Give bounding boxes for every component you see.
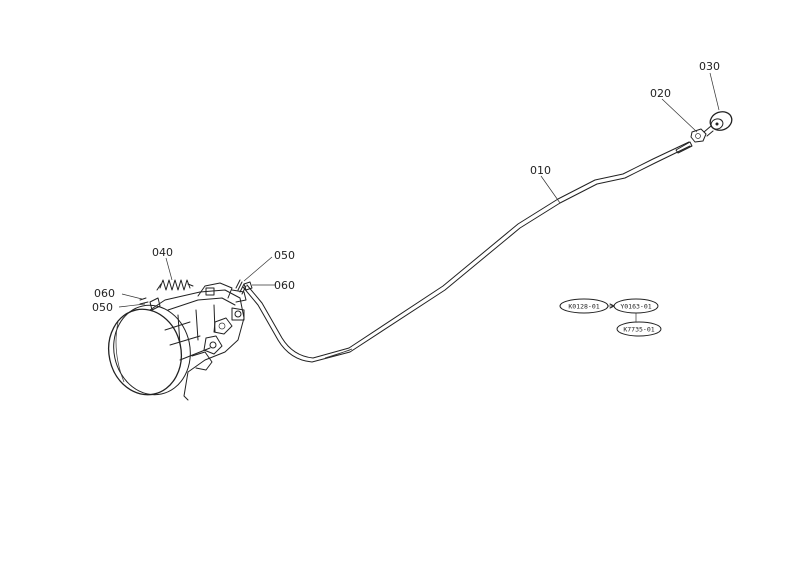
spring-050 [235,279,247,295]
knob-030 [703,111,733,137]
label-050-left: 050 [92,301,113,314]
label-030: 030 [699,60,720,73]
reference-codes: K0128-01 Y0163-01 K7735-01 [559,298,662,337]
ref-code-2: Y0163-01 [620,303,651,311]
throttle-rod [242,141,693,363]
nut-020 [690,128,707,143]
label-010: 010 [530,164,551,177]
label-020: 020 [650,87,671,100]
part-labels: 010 020 030 040 050 060 060 050 [92,60,720,314]
ref-code-1: K0128-01 [568,303,599,311]
label-050-right: 050 [274,249,295,262]
leader-lines [118,72,720,308]
label-060-left: 060 [94,287,115,300]
label-060-right: 060 [274,279,295,292]
label-040: 040 [152,246,173,259]
spring-040 [156,279,194,291]
clip-060 [243,281,253,291]
ref-code-3: K7735-01 [623,326,654,334]
pump-assembly [108,282,247,401]
